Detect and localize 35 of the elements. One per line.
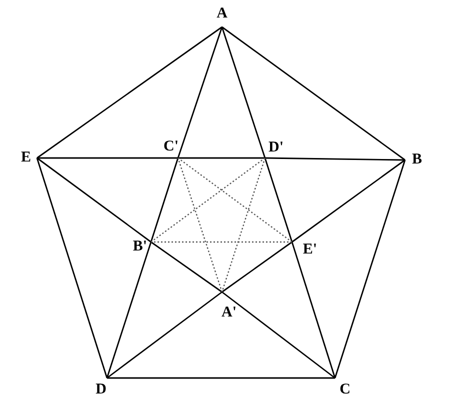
line-segment xyxy=(107,377,335,379)
point-label: B xyxy=(412,152,422,168)
dotted-line xyxy=(150,158,266,242)
dotted-line xyxy=(177,158,223,292)
line-segment xyxy=(150,158,179,242)
point-label: E xyxy=(21,150,31,166)
point-label: C xyxy=(340,382,350,398)
line-segment xyxy=(334,160,406,378)
point-label: C' xyxy=(164,140,178,154)
point-label: D xyxy=(96,382,106,398)
line-segment xyxy=(222,241,292,293)
line-segment xyxy=(37,157,178,159)
line-segment xyxy=(292,159,406,243)
point-label: A xyxy=(216,6,228,22)
line-segment xyxy=(264,158,293,242)
line-segment xyxy=(106,291,222,379)
point-label: D' xyxy=(268,140,284,156)
line-segment xyxy=(222,291,336,379)
dotted-line xyxy=(221,158,266,292)
line-segment xyxy=(291,242,336,378)
point-label: A' xyxy=(222,306,236,320)
line-segment xyxy=(106,242,152,378)
line-segment xyxy=(150,241,222,293)
line-segment xyxy=(36,26,222,159)
dotted-line xyxy=(151,241,292,243)
line-segment xyxy=(221,26,266,158)
line-segment xyxy=(36,158,108,378)
point-label: B' xyxy=(132,240,148,254)
point-label: E' xyxy=(302,242,318,258)
line-segment xyxy=(177,26,223,158)
line-segment xyxy=(265,157,405,161)
line-segment xyxy=(178,157,265,159)
line-segment xyxy=(36,157,152,243)
line-segment xyxy=(222,26,406,161)
dotted-line xyxy=(178,158,292,242)
